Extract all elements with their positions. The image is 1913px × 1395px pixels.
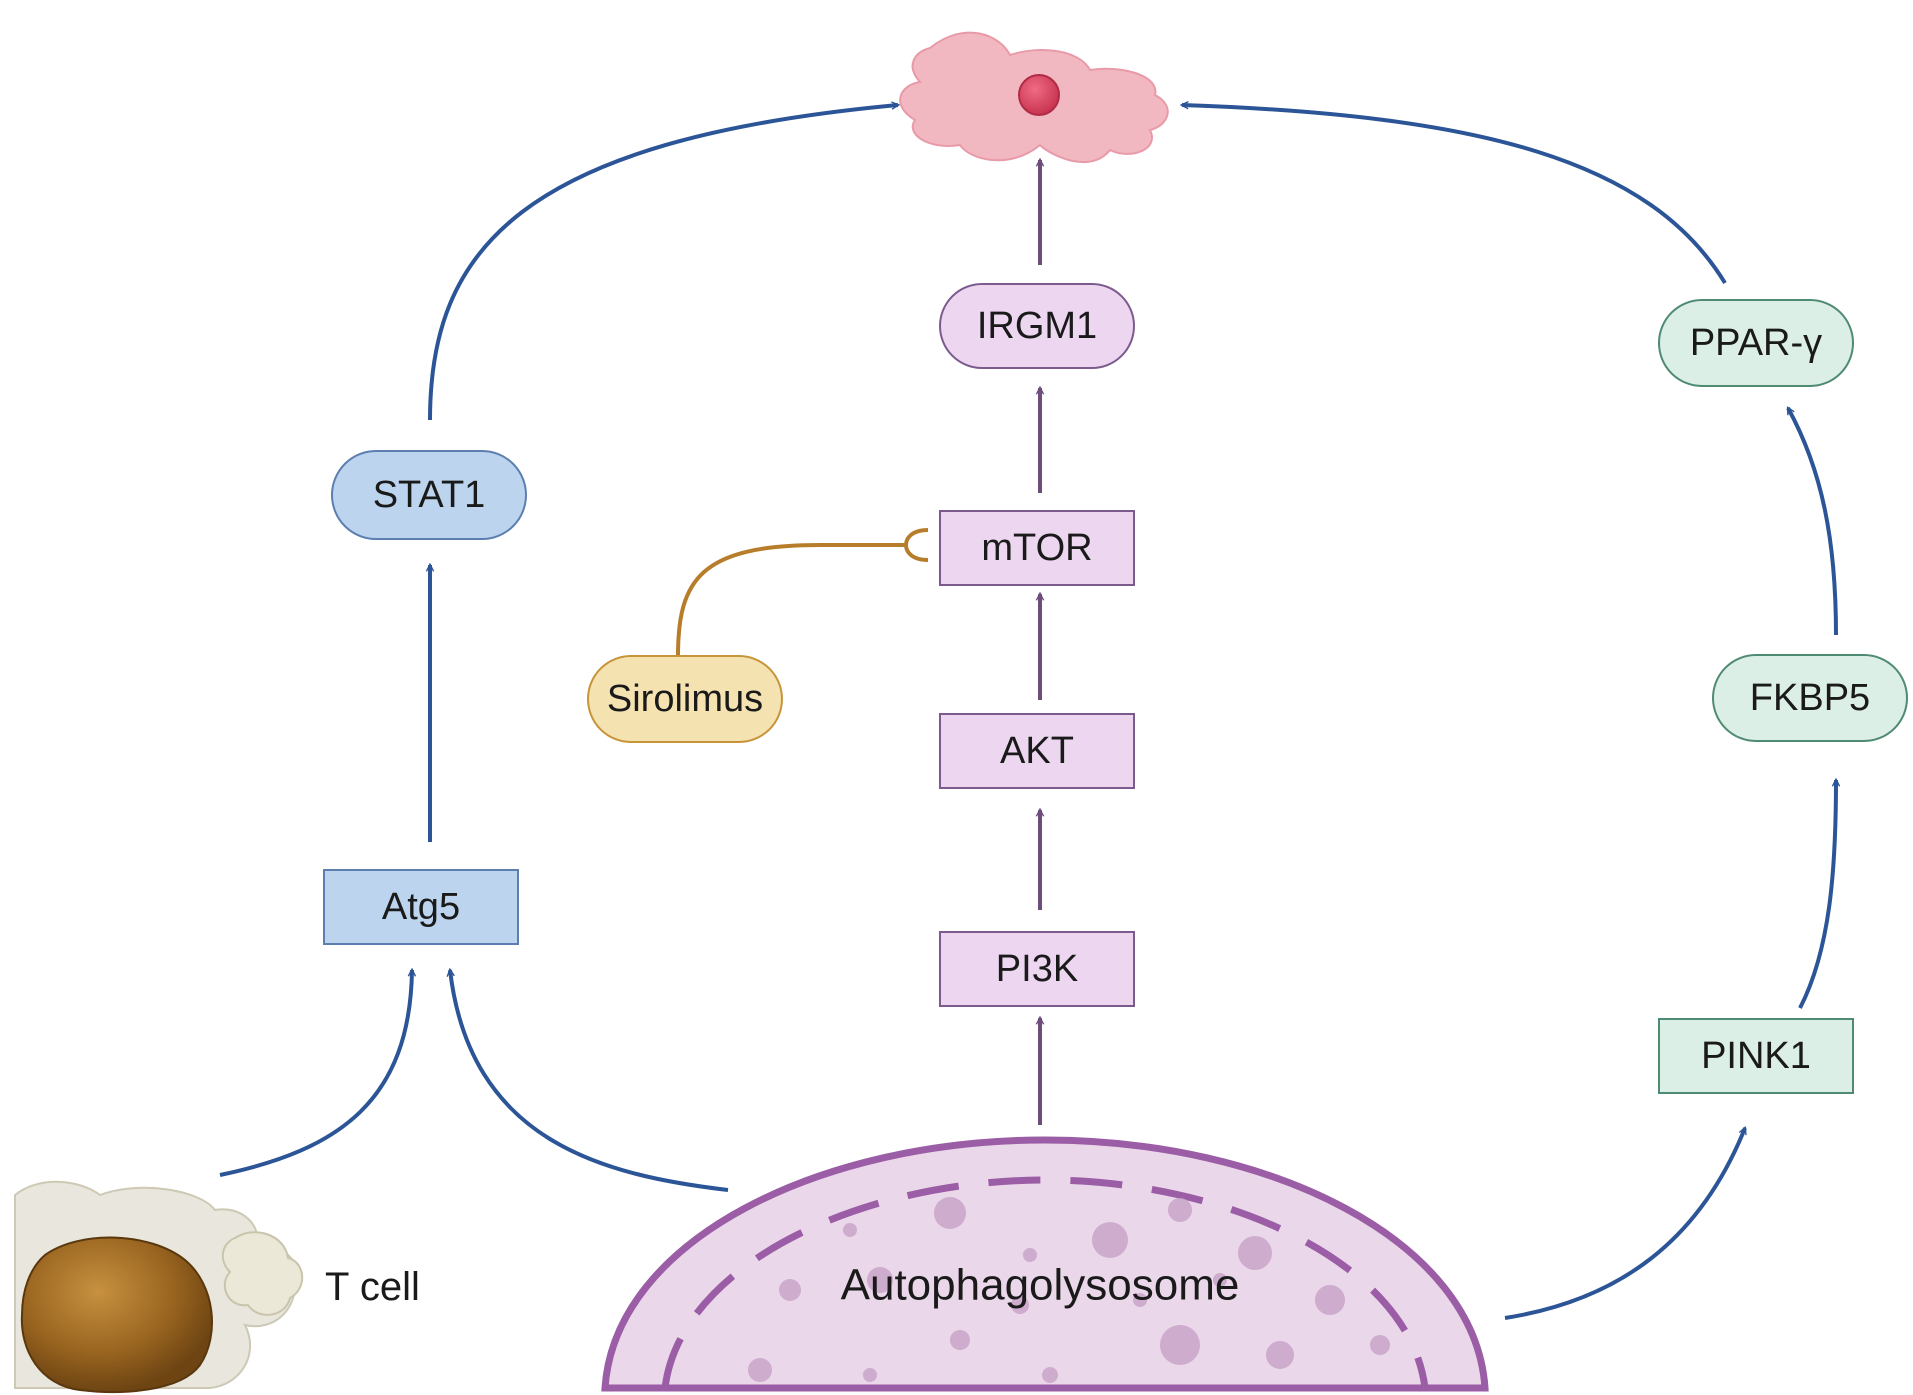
autophagolysosome-icon	[601, 1136, 1489, 1392]
arrow-ppar-to-cell	[1182, 105, 1727, 285]
autophagolysosome-label: Autophagolysosome	[841, 1261, 1240, 1310]
node-fkbp5: FKBP5	[1712, 654, 1908, 742]
node-atg5-label: Atg5	[382, 886, 460, 928]
node-stat1: STAT1	[331, 450, 527, 540]
node-pink1-label: PINK1	[1701, 1035, 1811, 1077]
node-pi3k-label: PI3K	[996, 948, 1078, 990]
node-mtor-label: mTOR	[981, 527, 1092, 569]
arrow-tcell-to-atg5	[219, 970, 412, 1177]
arrow-autophagolysosome-to-pink1	[1504, 1128, 1747, 1320]
node-irgm1: IRGM1	[939, 283, 1135, 369]
node-atg5: Atg5	[323, 869, 519, 945]
node-ppar: PPAR-γ	[1658, 299, 1854, 387]
target-cell-icon	[899, 31, 1169, 163]
node-mtor: mTOR	[939, 510, 1135, 586]
node-sirolimus: Sirolimus	[587, 655, 783, 743]
inhibition-bar-icon	[903, 528, 929, 562]
node-stat1-label: STAT1	[373, 474, 486, 516]
arrow-fkbp5-to-ppar	[1786, 408, 1838, 636]
t-cell-icon	[14, 1180, 304, 1393]
lysosome-vesicles	[748, 1197, 1390, 1383]
node-fkbp5-label: FKBP5	[1750, 677, 1870, 719]
inhibition-sirolimus-to-mtor	[676, 543, 905, 657]
node-pink1: PINK1	[1658, 1018, 1854, 1094]
arrow-pink1-to-fkbp5	[1798, 780, 1836, 1009]
node-pi3k: PI3K	[939, 931, 1135, 1007]
t-cell-label: T cell	[325, 1265, 420, 1309]
node-akt-label: AKT	[1000, 730, 1074, 772]
arrow-autophagolysosome-to-atg5	[450, 970, 729, 1192]
node-akt: AKT	[939, 713, 1135, 789]
node-irgm1-label: IRGM1	[977, 305, 1097, 347]
arrow-stat1-to-cell	[428, 105, 898, 421]
node-ppar-label: PPAR-γ	[1690, 322, 1822, 364]
node-sirolimus-label: Sirolimus	[607, 678, 763, 720]
